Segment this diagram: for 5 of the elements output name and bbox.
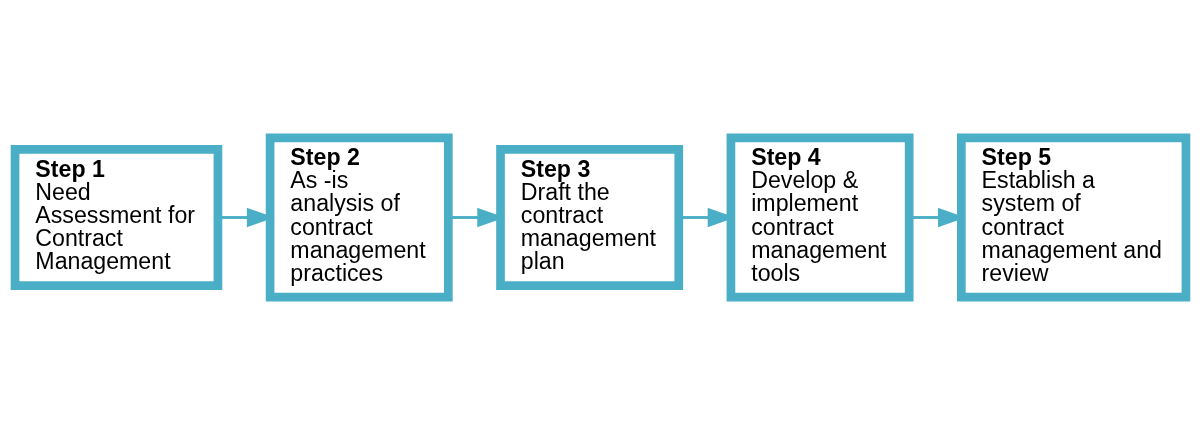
node-box: Step 2 As -is analysis of contract management practices xyxy=(265,133,453,302)
node-box: Step 1 Need Assessment for Contract Management xyxy=(10,145,223,290)
node-box: Step 3 Draft the contract management plan xyxy=(496,145,684,290)
node-box: Step 5 Establish a system of contract management and review xyxy=(957,133,1191,302)
node-box: Step 4 Develop & implement contract management tools xyxy=(726,133,914,302)
